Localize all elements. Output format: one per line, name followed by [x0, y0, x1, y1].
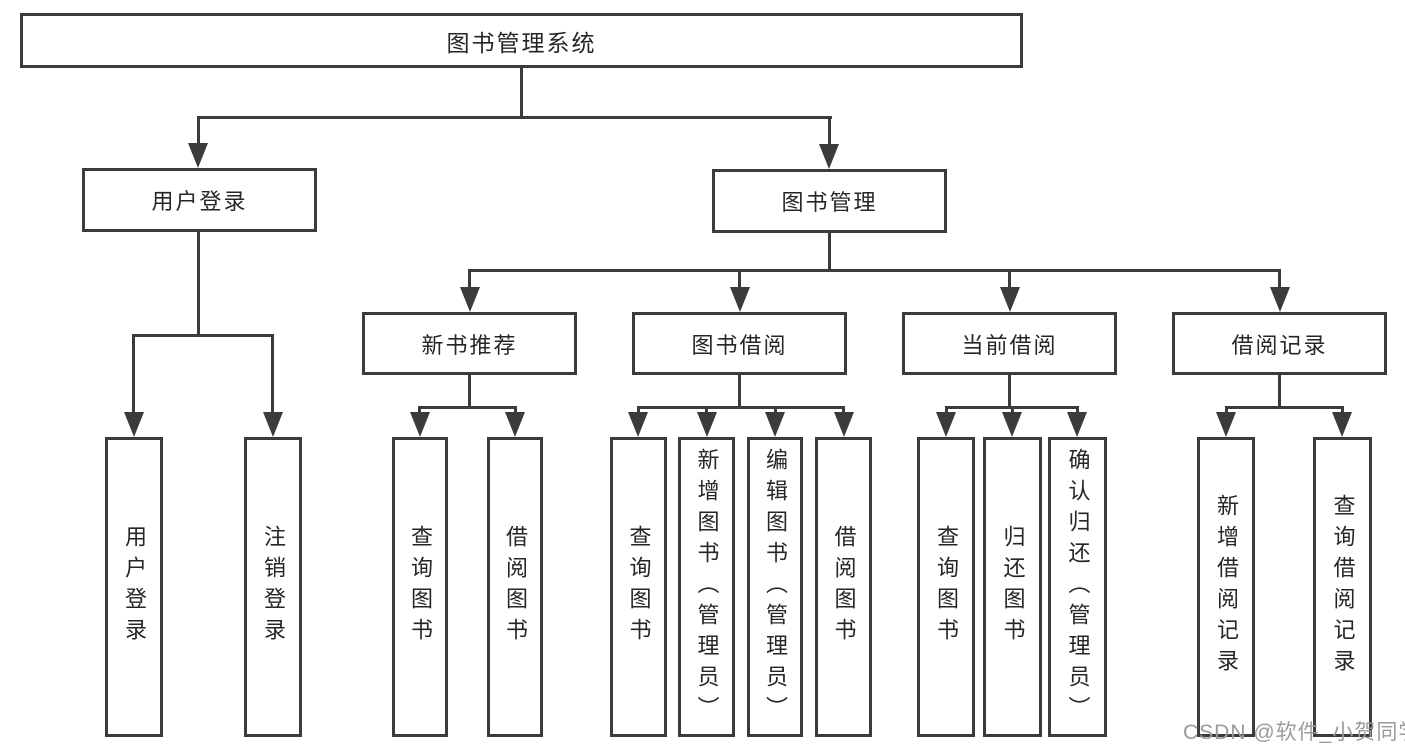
arrow-down-icon: [819, 144, 839, 169]
arrow-down-icon: [188, 143, 208, 168]
connector: [468, 269, 1281, 272]
node-book-borrow: 图书借阅: [632, 312, 847, 375]
connector: [637, 406, 845, 409]
arrow-down-icon: [730, 287, 750, 312]
arrow-down-icon: [1216, 412, 1236, 437]
arrow-down-icon: [410, 412, 430, 437]
connector: [1225, 406, 1344, 409]
arrow-down-icon: [697, 412, 717, 437]
arrow-down-icon: [628, 412, 648, 437]
arrow-down-icon: [1000, 287, 1020, 312]
connector: [520, 68, 523, 118]
leaf-query-book: 查询图书: [392, 437, 448, 737]
connector: [1278, 269, 1281, 291]
node-borrow-records: 借阅记录: [1172, 312, 1387, 375]
leaf-add-borrow-record: 新增借阅记录: [1197, 437, 1255, 737]
leaf-query-borrow-record: 查询借阅记录: [1313, 437, 1372, 737]
leaf-logout: 注销登录: [244, 437, 302, 737]
leaf-confirm-return-admin: 确认归还（管理员）: [1048, 437, 1107, 737]
connector: [468, 375, 471, 408]
arrow-down-icon: [1332, 412, 1352, 437]
arrow-down-icon: [834, 412, 854, 437]
node-current-borrow: 当前借阅: [902, 312, 1117, 375]
arrow-down-icon: [263, 412, 283, 437]
connector: [738, 375, 741, 408]
node-new-book-recommend: 新书推荐: [362, 312, 577, 375]
leaf-query-book: 查询图书: [917, 437, 975, 737]
leaf-borrow-book: 借阅图书: [815, 437, 872, 737]
arrow-down-icon: [124, 412, 144, 437]
leaf-add-book-admin: 新增图书（管理员）: [678, 437, 735, 737]
leaf-query-book: 查询图书: [610, 437, 667, 737]
arrow-down-icon: [1067, 412, 1087, 437]
arrow-down-icon: [1002, 412, 1022, 437]
connector: [828, 233, 831, 271]
connector: [1008, 375, 1011, 408]
connector: [1278, 375, 1281, 408]
csdn-watermark: CSDN @软件_小贺同学: [1183, 721, 1405, 744]
node-user-login: 用户登录: [82, 168, 317, 232]
connector: [197, 116, 200, 146]
connector: [468, 269, 471, 291]
connector: [132, 334, 135, 416]
connector: [828, 116, 831, 146]
connector: [132, 334, 274, 337]
node-library-management-system: 图书管理系统: [20, 13, 1023, 68]
leaf-borrow-book: 借阅图书: [487, 437, 543, 737]
leaf-user-login: 用户登录: [105, 437, 163, 737]
connector: [1008, 269, 1011, 291]
connector: [418, 406, 517, 409]
node-book-management: 图书管理: [712, 169, 947, 233]
connector: [271, 334, 274, 416]
arrow-down-icon: [505, 412, 525, 437]
arrow-down-icon: [1270, 287, 1290, 312]
leaf-edit-book-admin: 编辑图书（管理员）: [747, 437, 803, 737]
connector: [197, 116, 832, 119]
arrow-down-icon: [765, 412, 785, 437]
leaf-return-book: 归还图书: [983, 437, 1042, 737]
connector: [197, 232, 200, 336]
arrow-down-icon: [936, 412, 956, 437]
arrow-down-icon: [460, 287, 480, 312]
connector: [738, 269, 741, 291]
